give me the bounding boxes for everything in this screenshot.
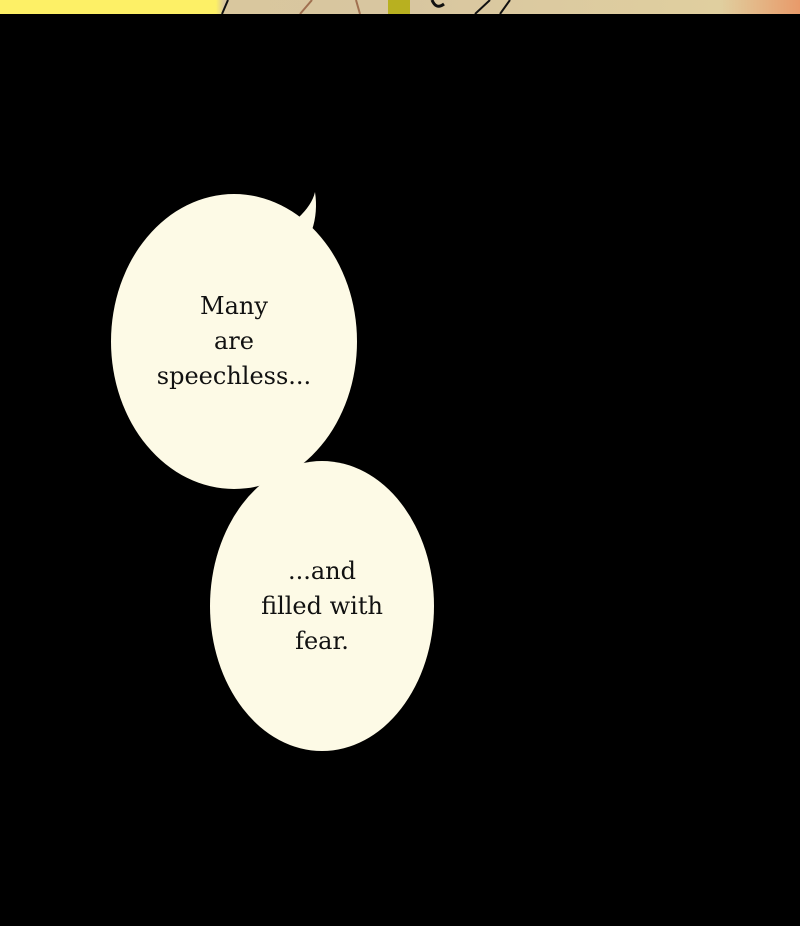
bubble-text: ...and filled with fear.	[261, 554, 383, 659]
speech-bubble: ...and filled with fear.	[210, 461, 434, 751]
bubble-line: speechless...	[156, 362, 312, 390]
bubble-line: fear.	[295, 626, 349, 655]
bubble-line: are	[214, 327, 254, 355]
artwork-lines	[221, 0, 511, 14]
bubble-text: Many are speechless...	[157, 289, 311, 394]
bubble-line: Many	[200, 292, 268, 320]
previous-panel-artwork	[0, 0, 800, 14]
bubble-line: filled with	[261, 591, 383, 620]
speech-bubble: Many are speechless...	[111, 194, 357, 489]
bubble-line: ...and	[287, 556, 356, 585]
